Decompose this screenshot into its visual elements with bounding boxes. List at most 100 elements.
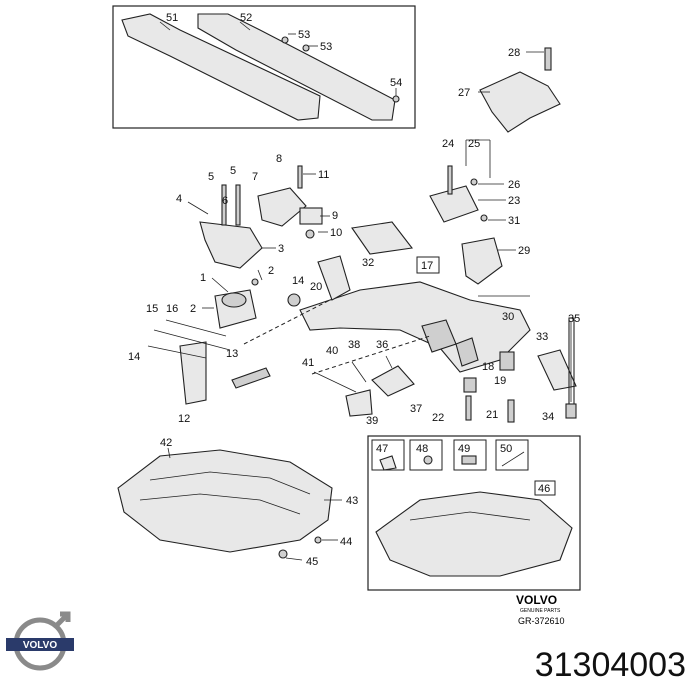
rod-12 [179,341,207,405]
callout-16: 16 [166,303,178,315]
bolt-22 [465,395,472,421]
callout-45: 45 [306,556,318,568]
nut-54 [392,95,400,103]
callout-28: 28 [508,47,520,59]
inset-frame [112,5,416,129]
mount-36 [371,365,415,397]
callout-32: 32 [362,257,374,269]
part-47 [379,455,397,471]
bar-51 [121,13,321,121]
bolt-13 [231,367,271,389]
bushing-18b [499,351,515,371]
bolt-35 [568,317,575,409]
callout-20: 20 [310,281,322,293]
brand-name: VOLVO [516,593,557,607]
bolt-53a [281,36,289,44]
mount-23 [429,185,479,223]
subframe-arm [317,255,351,301]
callout-54: 54 [390,77,402,89]
mount-39 [345,389,373,417]
bushing-19 [463,377,477,393]
nut-34 [565,403,577,419]
bolt-21 [507,399,515,423]
callout-29: 29 [518,245,530,257]
callout-12: 12 [178,413,190,425]
bolt-2b [251,278,259,286]
callout-23: 23 [508,195,520,207]
callout-41: 41 [302,357,314,369]
bushing-18 [455,337,479,367]
bracket-33 [537,349,577,391]
callout-labels: 51 52 53 53 54 28 27 24 25 26 23 31 29 3… [128,12,580,568]
callout-13: 13 [226,348,238,360]
callout-40: 40 [326,345,338,357]
callout-26: 26 [508,179,520,191]
callout-10: 10 [330,227,342,239]
callout-24: 24 [442,138,454,150]
logo-text: VOLVO [23,640,57,651]
callout-3: 3 [278,243,284,255]
callout-15: 15 [146,303,158,315]
callout-9: 9 [332,210,338,222]
bushing-20 [287,293,301,307]
bracket-33-group [465,317,577,423]
callout-2b: 2 [268,265,274,277]
callout-44: 44 [340,536,352,548]
volvo-logo-icon: VOLVO [6,611,74,671]
callout-35: 35 [568,313,580,325]
clip-44 [314,536,322,544]
brand-subtitle: GENUINE PARTS [520,608,561,614]
callout-2: 2 [190,303,196,315]
callout-50: 50 [500,443,512,455]
callout-33: 33 [536,331,548,343]
bolt-53b [302,44,310,52]
callout-31: 31 [508,215,520,227]
callout-22: 22 [432,412,444,424]
callout-box-17 [416,256,440,274]
bracket-27 [479,71,561,133]
shield-46-inset [367,435,581,591]
thumb-50 [495,439,529,471]
callout-box-46 [534,480,556,496]
callout-36: 36 [376,339,388,351]
transmission-mount [429,139,530,297]
callout-43: 43 [346,495,358,507]
callout-53a: 53 [298,29,310,41]
callout-46: 46 [538,483,550,495]
underbody-shield-42 [117,447,342,561]
callout-18: 18 [482,361,494,373]
callout-38: 38 [348,339,360,351]
callout-51: 51 [166,12,178,24]
callout-39: 39 [366,415,378,427]
callout-42: 42 [160,437,172,449]
shield-46 [375,491,573,577]
nut-10 [305,229,315,239]
bolt-31 [480,214,488,222]
shield-42-body [117,449,333,553]
bolt-11 [297,165,303,189]
callout-25: 25 [468,138,480,150]
callout-37: 37 [410,403,422,415]
callout-21: 21 [486,409,498,421]
rear-mount [313,355,415,417]
engine-mount-lower [202,269,263,329]
part-48 [423,455,433,465]
callout-53b: 53 [320,41,332,53]
bracket-29 [461,237,503,285]
callout-52: 52 [240,12,252,24]
callout-17: 17 [421,260,433,272]
callout-5a: 5 [208,171,214,183]
clip-45 [278,549,288,559]
mount-7 [257,187,307,227]
bracket-32 [351,221,414,255]
callout-1: 1 [200,272,206,284]
callout-48: 48 [416,443,428,455]
bracket-9 [299,207,323,225]
callout-47: 47 [376,443,388,455]
brand-block: VOLVO GENUINE PARTS GR-372610 [516,593,565,626]
callout-14: 14 [128,351,140,363]
bolt-24 [447,165,453,195]
callout-4: 4 [176,193,182,205]
bar-52 [197,13,396,121]
